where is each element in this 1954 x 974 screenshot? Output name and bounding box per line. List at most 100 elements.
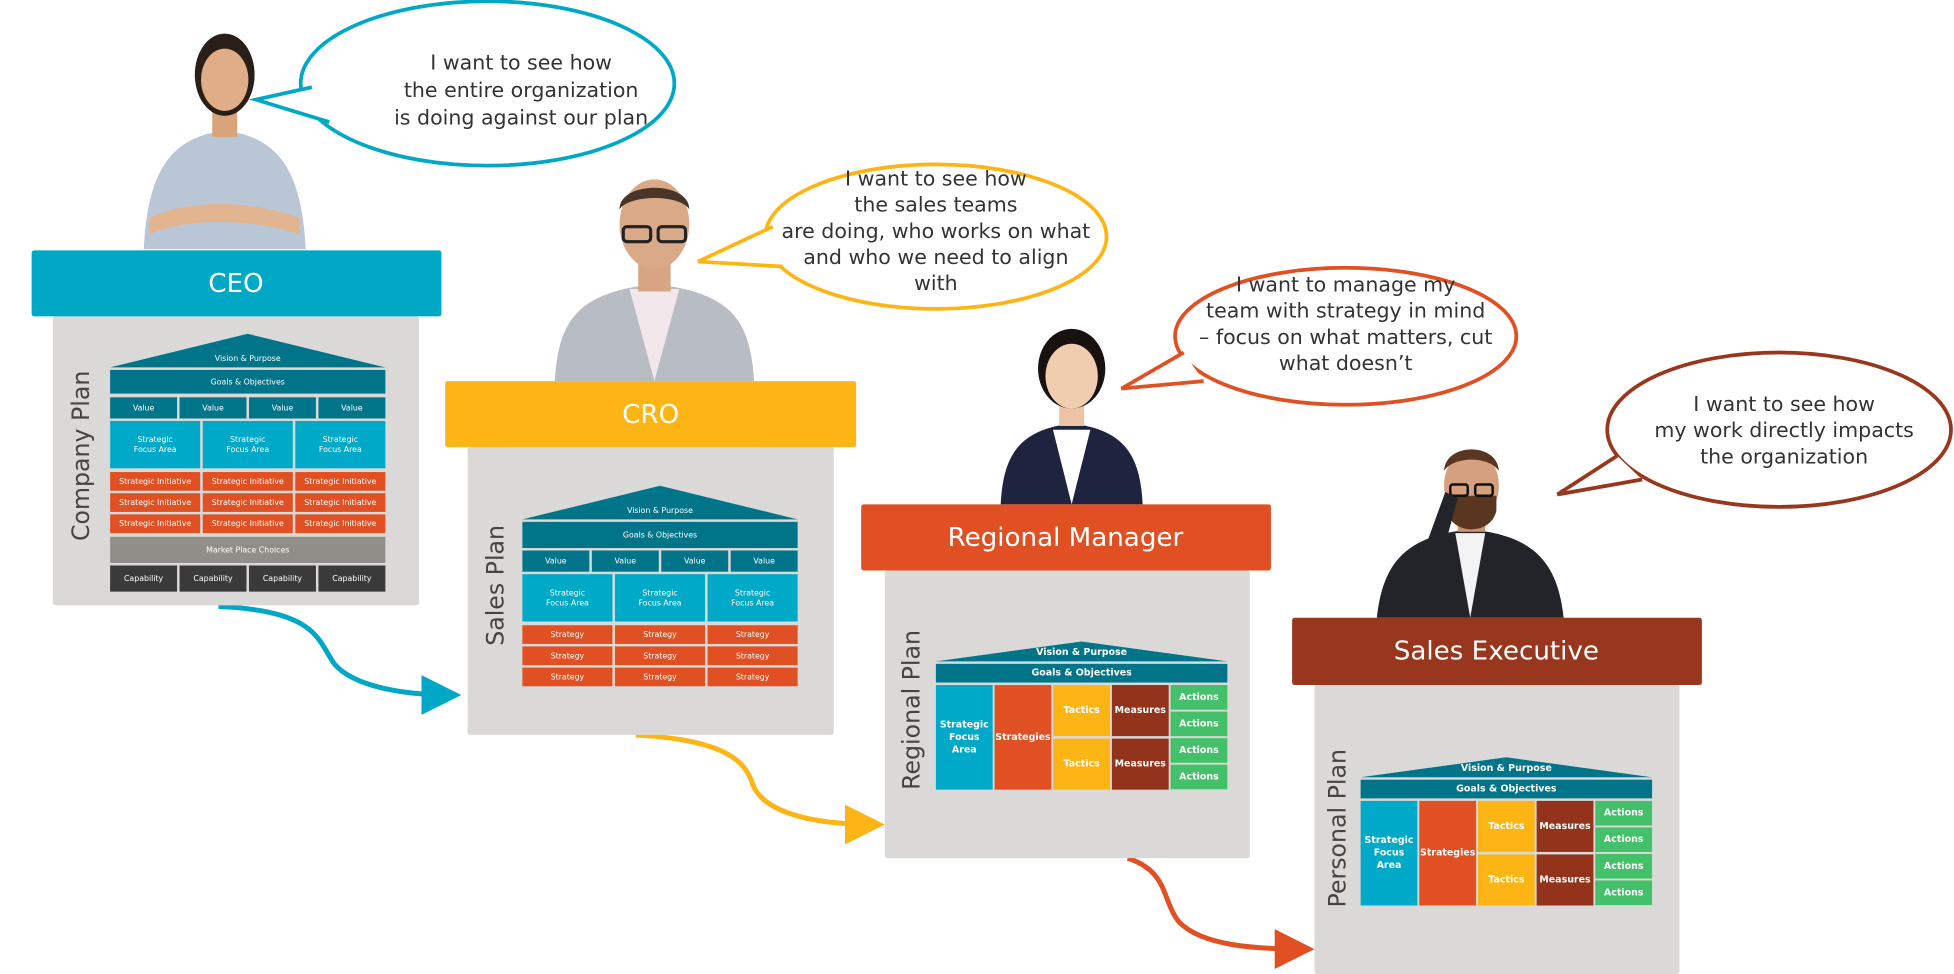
sales-executive-portrait <box>1376 449 1564 618</box>
focus-label: Focus <box>949 732 980 743</box>
role-title: Regional Manager <box>948 523 1184 553</box>
focus-area-cell-label: Focus Area <box>226 445 269 454</box>
strategies-cell <box>1419 800 1477 906</box>
actions-label: Actions <box>1604 887 1644 898</box>
goals-label: Goals & Objectives <box>211 377 285 386</box>
quote-line: the sales teams <box>854 193 1017 217</box>
quote-line: with <box>914 271 958 295</box>
strategy-cell <box>522 625 613 644</box>
actions-cell <box>1170 711 1228 737</box>
strategy-cell-label: Strategy <box>551 651 585 660</box>
actions-cell <box>1595 827 1653 853</box>
capability-cell-label: Capability <box>332 574 372 583</box>
roof-vision <box>522 485 798 520</box>
quote-line: I want to see how <box>430 51 612 75</box>
strategy-cell-label: Strategy <box>736 651 770 660</box>
quote-line: what doesn’t <box>1279 351 1413 375</box>
role-title: CEO <box>208 269 263 299</box>
focus-area-cell-label: Focus Area <box>731 598 774 607</box>
roof-vision <box>1360 757 1653 778</box>
actions-label: Actions <box>1604 861 1644 872</box>
focus-area-cell <box>522 574 613 622</box>
goals-label: Goals & Objectives <box>1031 668 1132 679</box>
goals-label: Goals & Objectives <box>1456 784 1557 795</box>
tactics-label: Tactics <box>1488 874 1525 885</box>
quote-line: the entire organization <box>404 78 639 102</box>
strategic-initiative-cell <box>202 472 293 491</box>
capability-cell-label: Capability <box>193 574 233 583</box>
strategic-initiative-cell-label: Strategic Initiative <box>119 519 191 528</box>
strategy-cell-label: Strategy <box>643 651 677 660</box>
tactics-cell <box>1477 800 1535 852</box>
vision-label: Vision & Purpose <box>215 354 281 363</box>
goals-bar <box>110 369 386 394</box>
strategic-initiative-cell <box>295 472 386 491</box>
value-cell <box>661 550 729 572</box>
cro-portrait <box>554 179 755 382</box>
quote-line: – focus on what matters, cut <box>1199 325 1492 349</box>
market-label: Market Place Choices <box>206 545 289 554</box>
strategies-cell <box>994 685 1052 790</box>
measures-label: Measures <box>1115 759 1167 770</box>
actions-cell <box>1170 738 1228 763</box>
strategic-initiative-cell-label: Strategic Initiative <box>119 498 191 507</box>
actions-cell <box>1595 800 1653 826</box>
focus-area-cell-label: Strategic <box>137 435 172 444</box>
strategic-initiative-cell-label: Strategic Initiative <box>304 477 376 486</box>
role-header-regional-manager: Regional Manager <box>861 504 1271 571</box>
plan-label: Regional Plan <box>898 630 926 790</box>
arrow-company-to-sales <box>218 604 462 715</box>
value-cell <box>591 550 659 572</box>
tactics-label: Tactics <box>1064 705 1101 716</box>
goals-bar <box>935 663 1228 683</box>
strategic-initiative-cell <box>110 472 201 491</box>
actions-label: Actions <box>1604 834 1644 845</box>
quote-line: I want to manage my <box>1236 272 1455 296</box>
strategy-cell-label: Strategy <box>643 672 677 681</box>
strategy-cell <box>522 667 613 687</box>
value-cell <box>179 397 247 419</box>
strategy-cell <box>707 646 798 666</box>
ceo-portrait <box>143 33 306 250</box>
actions-label: Actions <box>1179 718 1219 729</box>
capability-cell <box>179 565 247 592</box>
strategic-initiative-cell-label: Strategic Initiative <box>119 477 191 486</box>
arrow-regional-to-personal <box>1126 855 1315 970</box>
focus-area-cell-label: Focus Area <box>546 598 589 607</box>
capability-cell-label: Capability <box>263 574 303 583</box>
strategies-label: Strategies <box>1420 848 1476 859</box>
quote-line: is doing against our plan <box>394 106 648 130</box>
quote-line: the organization <box>1700 444 1868 468</box>
measures-cell <box>1111 685 1169 737</box>
actions-cell <box>1170 764 1228 790</box>
strategic-focus-area-cell <box>1360 800 1418 906</box>
focus-label: Focus <box>1374 848 1405 859</box>
strategies-label: Strategies <box>995 732 1051 743</box>
value-cell <box>522 550 590 572</box>
plan-label: Company Plan <box>67 371 95 541</box>
vision-label: Vision & Purpose <box>1036 647 1127 658</box>
strategic-initiative-cell <box>202 514 293 534</box>
capability-cell <box>248 565 316 592</box>
value-cell <box>248 397 316 419</box>
focus-area-cell-label: Focus Area <box>639 598 682 607</box>
strategy-cell <box>522 646 613 666</box>
strategic-initiative-cell-label: Strategic Initiative <box>304 519 376 528</box>
value-cell-label: Value <box>341 403 363 412</box>
strategic-initiative-cell-label: Strategic Initiative <box>212 519 284 528</box>
strategy-cell <box>614 646 706 666</box>
measures-label: Measures <box>1539 874 1591 885</box>
role-header-cro: CRO <box>445 381 857 448</box>
focus-area-cell-label: Strategic <box>323 435 358 444</box>
strategic-initiative-cell <box>295 514 386 534</box>
actions-cell <box>1595 853 1653 879</box>
focus-area-cell-label: Focus Area <box>134 445 177 454</box>
